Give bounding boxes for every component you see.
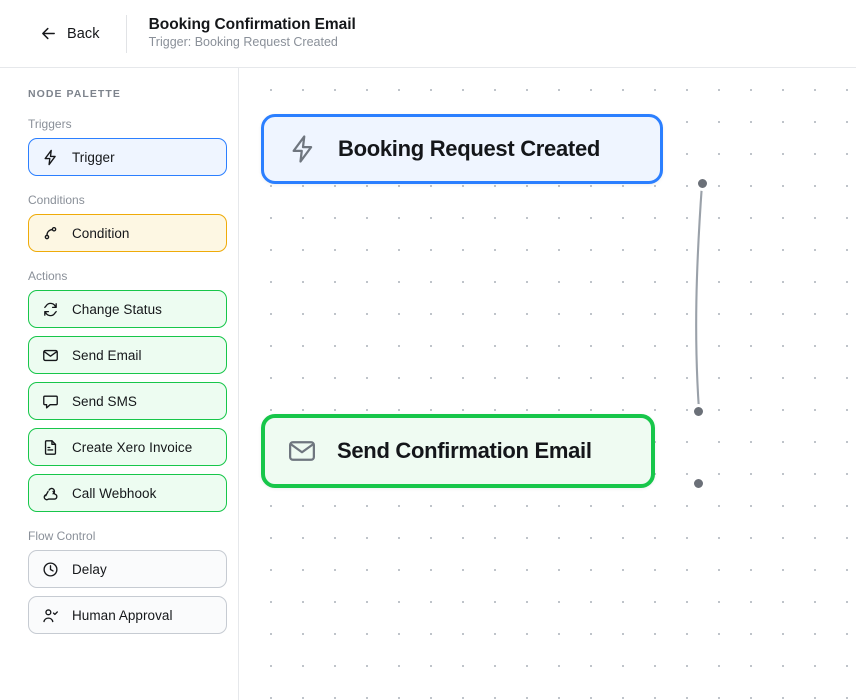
node-handle-email-output[interactable] (691, 476, 706, 491)
palette-item-label: Trigger (72, 149, 115, 165)
user-check-icon (42, 607, 59, 624)
canvas-node-send-confirmation-email[interactable]: Send Confirmation Email (261, 414, 655, 488)
lightning-bolt-icon (42, 149, 59, 166)
app-header: Back Booking Confirmation Email Trigger:… (0, 0, 856, 68)
webhook-icon (42, 485, 59, 502)
palette-item-label: Send Email (72, 347, 142, 363)
arrow-left-icon (40, 25, 57, 42)
palette-item-delay[interactable]: Delay (28, 550, 227, 588)
clock-icon (42, 561, 59, 578)
refresh-cycle-icon (42, 301, 59, 318)
canvas-node-trigger[interactable]: Booking Request Created (261, 114, 663, 184)
page-title: Booking Confirmation Email (148, 15, 356, 33)
envelope-icon (42, 347, 59, 364)
node-handle-email-input[interactable] (691, 404, 706, 419)
palette-item-send-sms[interactable]: Send SMS (28, 382, 227, 420)
palette-item-send-email[interactable]: Send Email (28, 336, 227, 374)
palette-item-label: Call Webhook (72, 485, 157, 501)
node-palette-sidebar: NODE PALETTE Triggers Trigger Conditions… (0, 68, 239, 700)
lightning-bolt-icon (288, 134, 318, 164)
canvas-node-title: Send Confirmation Email (337, 438, 592, 463)
document-lines-icon (42, 439, 59, 456)
palette-group-label-flow-control: Flow Control (28, 529, 96, 543)
canvas-node-title: Booking Request Created (338, 136, 601, 161)
palette-group-label-triggers: Triggers (28, 117, 72, 131)
palette-item-label: Create Xero Invoice (72, 439, 193, 455)
edge-trigger-to-email[interactable] (695, 182, 704, 412)
back-button[interactable]: Back (40, 25, 100, 42)
palette-item-create-xero-invoice[interactable]: Create Xero Invoice (28, 428, 227, 466)
node-handle-trigger-output[interactable] (695, 176, 710, 191)
palette-item-label: Condition (72, 225, 130, 241)
node-palette-title: NODE PALETTE (28, 88, 121, 100)
page-subtitle: Trigger: Booking Request Created (148, 35, 338, 50)
header-divider (125, 14, 127, 53)
palette-item-trigger[interactable]: Trigger (28, 138, 227, 176)
palette-group-label-actions: Actions (28, 269, 68, 283)
palette-item-label: Delay (72, 561, 107, 577)
palette-item-change-status[interactable]: Change Status (28, 290, 227, 328)
back-button-label: Back (67, 25, 100, 42)
palette-item-call-webhook[interactable]: Call Webhook (28, 474, 227, 512)
envelope-icon (287, 436, 317, 466)
palette-item-condition[interactable]: Condition (28, 214, 227, 252)
palette-item-human-approval[interactable]: Human Approval (28, 596, 227, 634)
git-branch-icon (42, 225, 59, 242)
chat-bubble-icon (42, 393, 59, 410)
workflow-canvas[interactable]: Booking Request Created Send Confirmatio… (240, 68, 856, 700)
header-titles: Booking Confirmation Email Trigger: Book… (149, 16, 356, 51)
palette-item-label: Change Status (72, 301, 162, 317)
palette-item-label: Send SMS (72, 393, 137, 409)
palette-item-label: Human Approval (72, 607, 173, 623)
palette-group-label-conditions: Conditions (28, 193, 85, 207)
